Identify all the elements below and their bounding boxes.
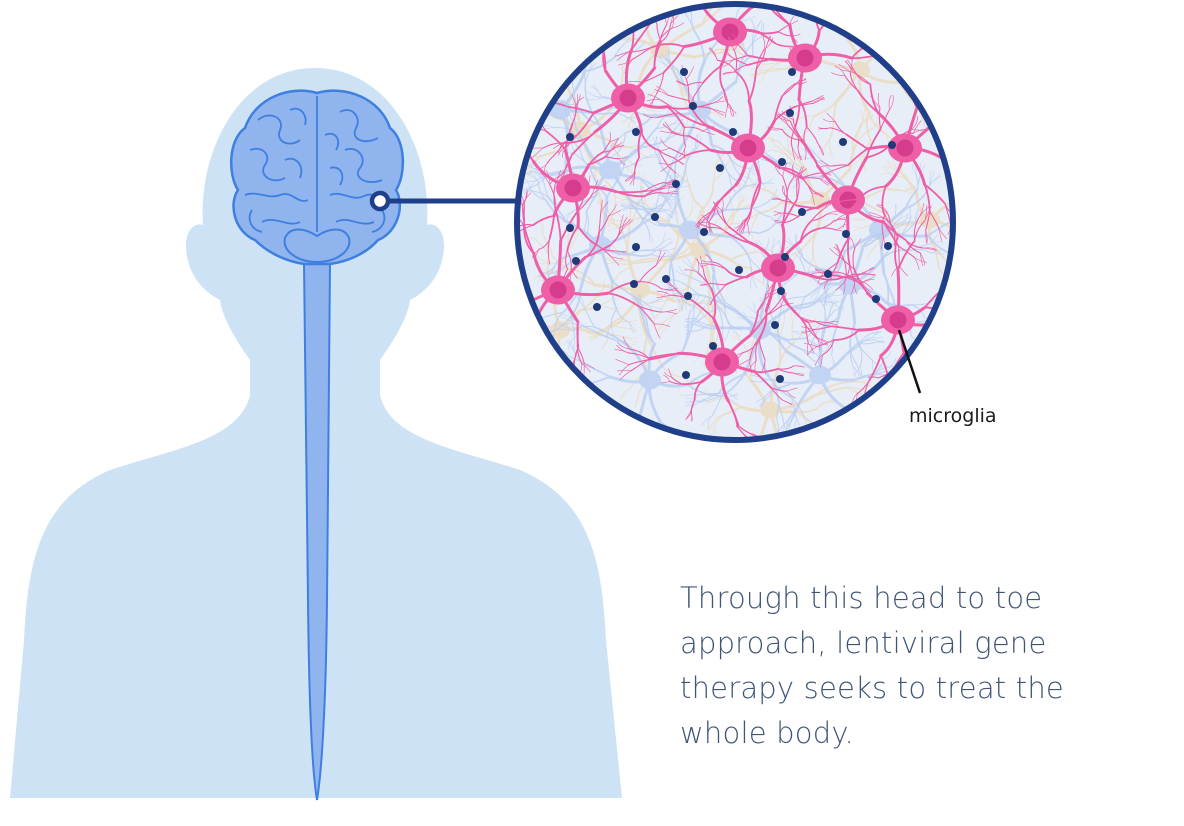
particle-dot (672, 180, 680, 188)
particle-dot (572, 257, 580, 265)
particle-dot (662, 275, 670, 283)
particle-dot (632, 243, 640, 251)
brain (229, 89, 405, 266)
particle-dot (689, 102, 697, 110)
astrocyte-cell (730, 109, 918, 282)
particle-dot (632, 128, 640, 136)
particle-dot (729, 128, 737, 136)
particle-dot (777, 287, 785, 295)
particle-dot (566, 133, 574, 141)
particle-dot (781, 253, 789, 261)
particle-dot (630, 280, 638, 288)
particle-dot (680, 68, 688, 76)
microglia-cell (643, 34, 832, 235)
magnified-view (514, 1, 956, 443)
particle-dot (786, 109, 794, 117)
particle-dot (776, 375, 784, 383)
particle-dot (798, 208, 806, 216)
neuron-cell (553, 292, 740, 440)
particle-dot (778, 158, 786, 166)
particle-dot (824, 270, 832, 278)
particle-dot (839, 138, 847, 146)
particle-dot (735, 266, 743, 274)
particle-dot (716, 164, 724, 172)
microglia-cell (614, 255, 805, 440)
particle-dot (684, 292, 692, 300)
spinal-cord (302, 261, 332, 801)
microglia-label: microglia (909, 405, 997, 427)
particle-dot (872, 295, 880, 303)
particle-dot (709, 342, 717, 350)
microglia-callout-line (897, 329, 922, 394)
particle-dot (888, 141, 896, 149)
location-marker (369, 190, 391, 212)
caption-text: Through this head to toe approach, lenti… (680, 581, 1064, 750)
particle-dot (593, 303, 601, 311)
particle-dot (884, 242, 892, 250)
particle-dot (651, 213, 659, 221)
particle-dot (842, 230, 850, 238)
particle-dot (700, 228, 708, 236)
particle-dot (566, 224, 574, 232)
particle-dot (771, 321, 779, 329)
particle-dot (682, 371, 690, 379)
particle-dot (788, 68, 796, 76)
